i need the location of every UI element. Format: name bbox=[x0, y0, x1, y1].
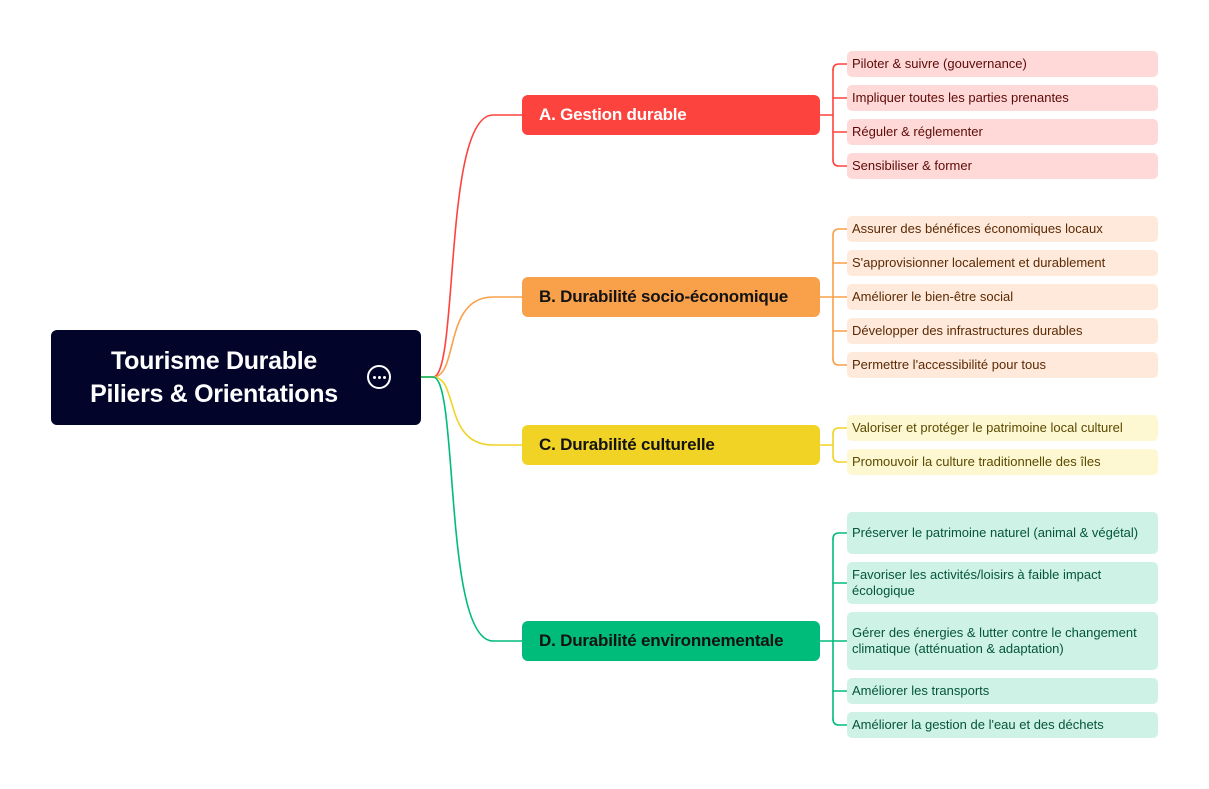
leaf-a-2[interactable]: Impliquer toutes les parties prenantes bbox=[847, 85, 1158, 111]
leaf-b-3[interactable]: Améliorer le bien-être social bbox=[847, 284, 1158, 310]
root-link-c bbox=[420, 376, 523, 446]
leaf-label: Améliorer la gestion de l'eau et des déc… bbox=[852, 717, 1104, 732]
leaf-b-2[interactable]: S'approvisionner localement et durableme… bbox=[847, 250, 1158, 276]
leaf-label: Améliorer les transports bbox=[852, 683, 990, 698]
branch-label: D. Durabilité environnementale bbox=[539, 631, 784, 650]
leaf-c-2[interactable]: Promouvoir la culture traditionnelle des… bbox=[847, 449, 1158, 475]
leaf-a-3[interactable]: Réguler & réglementer bbox=[847, 119, 1158, 145]
leaf-a-1[interactable]: Piloter & suivre (gouvernance) bbox=[847, 51, 1158, 77]
root-link-b bbox=[420, 296, 523, 378]
branch-a[interactable]: A. Gestion durable bbox=[522, 95, 820, 135]
root-link-d bbox=[420, 376, 523, 642]
leaf-a-4[interactable]: Sensibiliser & former bbox=[847, 153, 1158, 179]
branch-label: A. Gestion durable bbox=[539, 105, 687, 124]
leaf-label: Assurer des bénéfices économiques locaux bbox=[852, 221, 1103, 236]
branch-c[interactable]: C. Durabilité culturelle bbox=[522, 425, 820, 465]
leaf-link-a-4 bbox=[832, 159, 848, 167]
leaf-label: Valoriser et protéger le patrimoine loca… bbox=[852, 420, 1123, 435]
leaf-link-c-1 bbox=[832, 427, 848, 435]
leaf-b-4[interactable]: Développer des infrastructures durables bbox=[847, 318, 1158, 344]
leaf-label: Préserver le patrimoine naturel (animal … bbox=[852, 525, 1139, 540]
root-title-line-1: Tourisme Durable bbox=[111, 346, 317, 375]
root-link-a bbox=[420, 114, 523, 378]
leaf-d-1[interactable]: Préserver le patrimoine naturel (animal … bbox=[847, 512, 1158, 554]
leaf-label: Permettre l'accessibilité pour tous bbox=[852, 357, 1046, 372]
leaf-label: Réguler & réglementer bbox=[852, 124, 983, 139]
leaf-label: Piloter & suivre (gouvernance) bbox=[852, 56, 1027, 71]
leaf-label: Développer des infrastructures durables bbox=[852, 323, 1083, 338]
leaf-label: S'approvisionner localement et durableme… bbox=[852, 255, 1106, 270]
root-title: Tourisme Durable Piliers & Orientations bbox=[51, 330, 377, 425]
branch-label: C. Durabilité culturelle bbox=[539, 435, 715, 454]
leaf-label: Gérer des énergies & lutter contre le ch… bbox=[852, 625, 1137, 656]
leaf-d-5[interactable]: Améliorer la gestion de l'eau et des déc… bbox=[847, 712, 1158, 738]
leaf-label: Impliquer toutes les parties prenantes bbox=[852, 90, 1069, 105]
branch-d[interactable]: D. Durabilité environnementale bbox=[522, 621, 820, 661]
leaf-label: Sensibiliser & former bbox=[852, 158, 972, 173]
leaf-link-c-2 bbox=[832, 455, 848, 463]
branch-b[interactable]: B. Durabilité socio-économique bbox=[522, 277, 820, 317]
leaf-label: Favoriser les activités/loisirs à faible… bbox=[852, 567, 1102, 598]
leaf-label: Promouvoir la culture traditionnelle des… bbox=[852, 454, 1101, 469]
leaf-link-a-1 bbox=[832, 63, 848, 71]
leaf-c-1[interactable]: Valoriser et protéger le patrimoine loca… bbox=[847, 415, 1158, 441]
leaf-link-d-1 bbox=[832, 532, 848, 540]
leaf-d-2[interactable]: Favoriser les activités/loisirs à faible… bbox=[847, 562, 1158, 604]
leaf-d-4[interactable]: Améliorer les transports bbox=[847, 678, 1158, 704]
leaf-d-3[interactable]: Gérer des énergies & lutter contre le ch… bbox=[847, 612, 1158, 670]
root-title-line-2: Piliers & Orientations bbox=[90, 379, 338, 408]
leaf-b-5[interactable]: Permettre l'accessibilité pour tous bbox=[847, 352, 1158, 378]
more-horizontal-icon[interactable] bbox=[367, 365, 391, 389]
leaf-b-1[interactable]: Assurer des bénéfices économiques locaux bbox=[847, 216, 1158, 242]
leaf-link-b-1 bbox=[832, 228, 848, 236]
leaf-link-b-5 bbox=[832, 358, 848, 366]
branch-label: B. Durabilité socio-économique bbox=[539, 287, 789, 306]
leaf-link-d-5 bbox=[832, 718, 848, 726]
leaf-label: Améliorer le bien-être social bbox=[852, 289, 1014, 304]
root-node[interactable]: Tourisme Durable Piliers & Orientations bbox=[51, 330, 421, 425]
